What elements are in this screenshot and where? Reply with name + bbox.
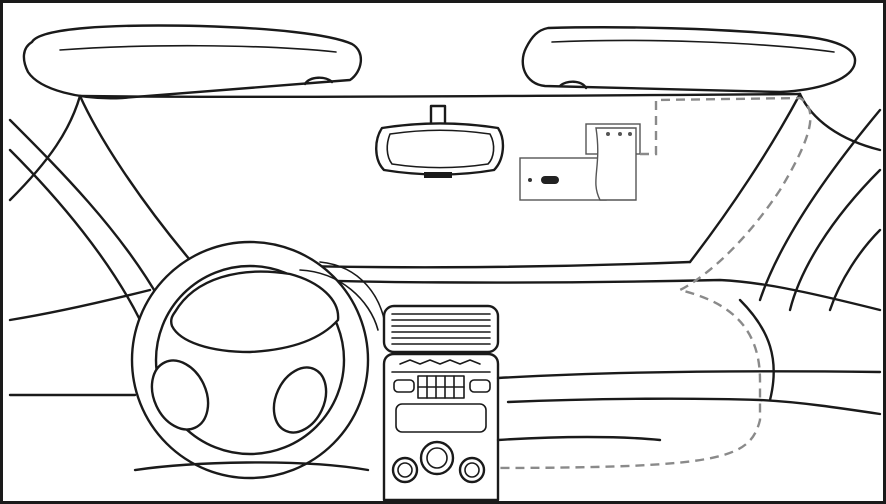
right-door-line xyxy=(788,168,882,312)
right-visor-clip xyxy=(558,80,588,90)
passenger-dash-upper xyxy=(496,370,882,380)
right-window-edge xyxy=(828,228,882,312)
center-control-knob-inner xyxy=(426,447,448,469)
mirror-glass xyxy=(386,129,495,169)
left-visor-crease xyxy=(59,44,337,53)
steering-wheel-right-spoke xyxy=(272,366,328,434)
left-a-pillar-inner xyxy=(78,94,192,262)
dashcam-indicator-dot xyxy=(618,132,622,136)
right-control-knob xyxy=(458,456,486,484)
mirror-base xyxy=(424,172,452,178)
steering-wheel-upper-spoke xyxy=(170,270,340,354)
left-a-pillar-trim xyxy=(8,118,162,302)
hazard-trim xyxy=(399,359,481,365)
steering-wheel xyxy=(130,240,387,480)
right-sun-visor xyxy=(521,26,857,94)
left-control-knob xyxy=(391,456,419,484)
dashcam-indicator-dot xyxy=(628,132,632,136)
left-visor-clip xyxy=(303,76,334,86)
glovebox-lower xyxy=(496,435,662,442)
dashcam-indicator-dot xyxy=(606,132,610,136)
console-button-left xyxy=(393,379,415,393)
right-control-knob-inner xyxy=(464,462,480,478)
rear-view-mirror xyxy=(375,122,505,176)
radio-panel xyxy=(395,403,487,433)
left-control-knob-inner xyxy=(397,462,413,478)
instrument-hood xyxy=(299,269,379,331)
console-button-right xyxy=(469,379,491,393)
dashboard-left-line xyxy=(8,288,152,322)
right-a-pillar-outer xyxy=(798,92,882,152)
left-sun-visor xyxy=(22,24,362,100)
mirror-mount xyxy=(429,104,447,126)
steering-wheel-left-spoke xyxy=(150,359,210,431)
steering-wheel-rim-inner xyxy=(154,264,346,456)
glovebox-outline xyxy=(506,397,882,416)
windshield-top-edge xyxy=(78,92,802,99)
right-a-pillar-trim xyxy=(758,108,882,302)
dashcam-body xyxy=(519,157,607,201)
right-visor-crease xyxy=(551,39,835,53)
left-door-line xyxy=(8,148,142,322)
dashcam-led xyxy=(528,178,532,182)
center-control-knob xyxy=(419,440,455,476)
cable-route-line xyxy=(479,96,812,470)
right-a-pillar-inner xyxy=(688,92,802,264)
right-dash-flare xyxy=(738,298,775,402)
left-knee-panel xyxy=(133,461,370,472)
center-vent-frame xyxy=(382,304,500,354)
dashcam-button xyxy=(541,176,559,184)
left-a-pillar-outer xyxy=(8,94,82,202)
center-air-vent xyxy=(382,304,500,354)
dashcam-lens-housing xyxy=(595,127,637,201)
center-console xyxy=(382,352,500,502)
